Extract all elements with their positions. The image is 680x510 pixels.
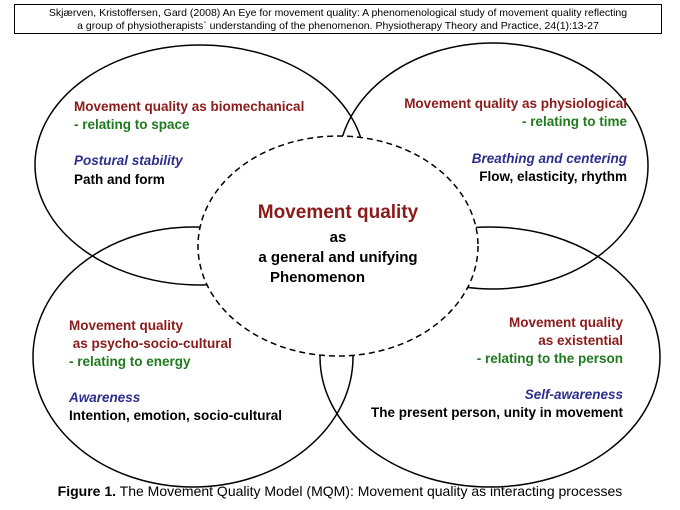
psycho-socio-cultural-title-1: Movement quality xyxy=(69,318,184,333)
psycho-socio-cultural-title-2: as psycho-socio-cultural xyxy=(69,336,232,351)
figure-caption-text: The Movement Quality Model (MQM): Moveme… xyxy=(116,483,623,499)
existential-aspect: Self-awareness xyxy=(524,387,623,402)
ellipse-bottom-right xyxy=(319,226,661,488)
biomechanical-detail: Path and form xyxy=(74,172,165,187)
existential-detail: The present person, unity in movement xyxy=(370,405,623,420)
citation-line-2: a group of physiotherapists` understandi… xyxy=(77,20,599,32)
physiological-detail: Flow, elasticity, rhythm xyxy=(479,169,627,184)
figure-caption: Figure 1. The Movement Quality Model (MQ… xyxy=(0,483,680,499)
citation-line-1: Skjærven, Kristoffersen, Gard (2008) An … xyxy=(48,7,628,19)
physiological-aspect: Breathing and centering xyxy=(471,151,627,166)
center-line-phenomenon: Phenomenon xyxy=(270,269,366,286)
citation-box: Skjærven, Kristoffersen, Gard (2008) An … xyxy=(14,4,662,34)
existential-title-1: Movement quality xyxy=(508,315,623,330)
center-line-as: as xyxy=(329,229,347,246)
biomechanical-title: Movement quality as biomechanical xyxy=(74,99,305,114)
psycho-socio-cultural-aspect: Awareness xyxy=(69,390,141,405)
ellipse-bottom-left xyxy=(32,226,354,488)
biomechanical-aspect: Postural stability xyxy=(74,153,183,168)
biomechanical-relation: - relating to space xyxy=(74,117,190,132)
center-title: Movement quality xyxy=(257,202,419,223)
physiological-title: Movement quality as physiological xyxy=(404,96,627,111)
existential-relation: - relating to the person xyxy=(476,351,623,366)
psycho-socio-cultural-relation: - relating to energy xyxy=(69,354,191,369)
psycho-socio-cultural-detail: Intention, emotion, socio-cultural xyxy=(69,408,283,423)
existential-title-2: as existential xyxy=(538,333,623,348)
center-line-unifying: a general and unifying xyxy=(258,249,418,266)
ellipse-center-dashed xyxy=(197,135,479,357)
physiological-relation: - relating to time xyxy=(521,114,627,129)
figure-caption-label: Figure 1. xyxy=(57,483,117,499)
